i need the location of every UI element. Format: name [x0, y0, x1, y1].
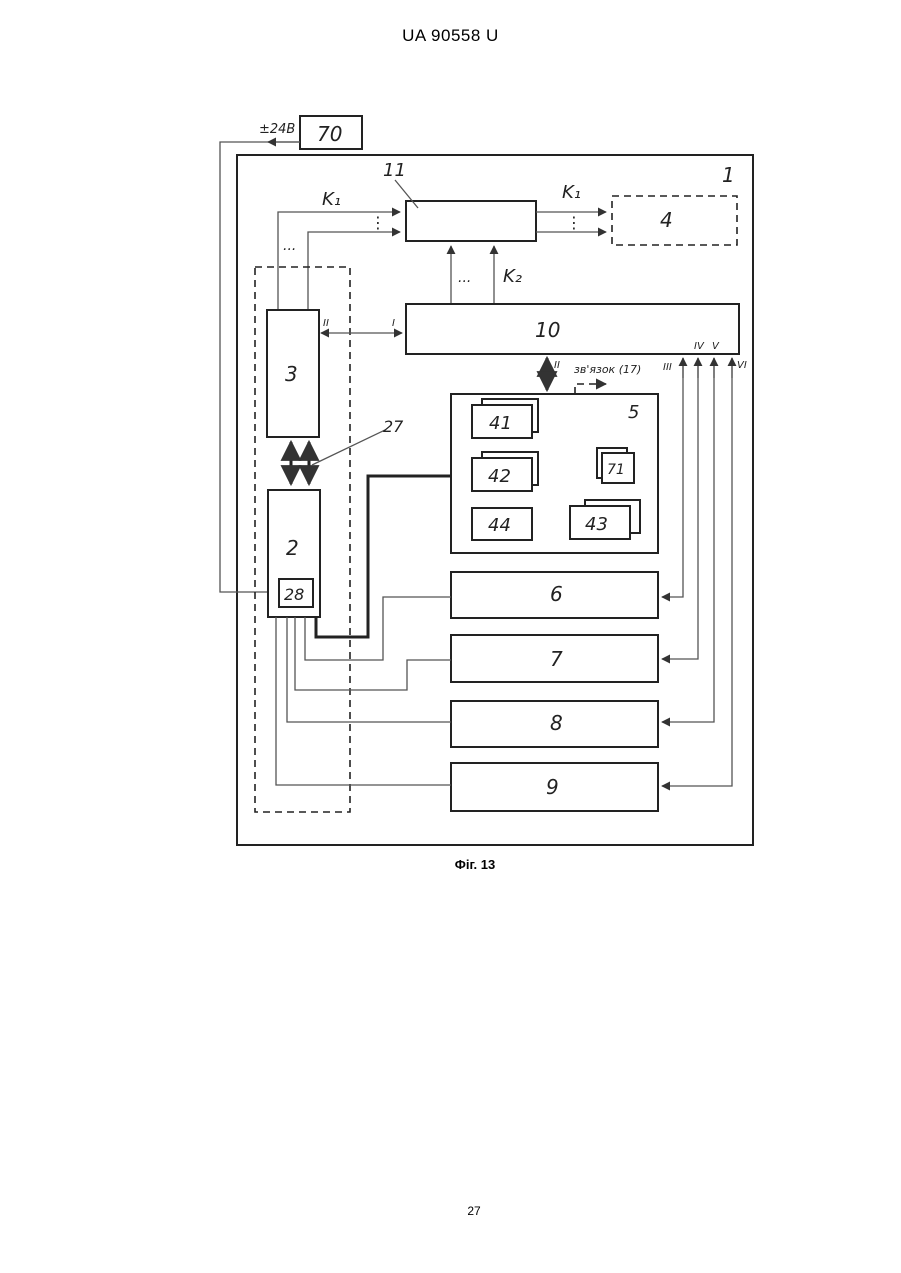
label-9: 9 — [546, 775, 559, 799]
label-42: 42 — [488, 466, 511, 487]
supply-voltage-label: ±24В — [259, 122, 295, 137]
k1-in-dots: ⋮ — [370, 213, 386, 232]
label-1: 1 — [722, 163, 735, 187]
port-III: III — [663, 362, 672, 373]
label-28: 28 — [284, 585, 304, 604]
port-II-3: II — [323, 318, 329, 329]
label-7: 7 — [550, 647, 563, 671]
label-2: 2 — [286, 536, 299, 560]
label-6: 6 — [550, 582, 563, 606]
page-number: 27 — [0, 1204, 901, 1218]
label-3: 3 — [285, 362, 298, 386]
label-27: 27 — [383, 417, 404, 436]
figure-caption: Фіг. 13 — [0, 857, 901, 872]
label-71: 71 — [607, 462, 625, 478]
label-41: 41 — [489, 413, 512, 434]
link-label-17: зв'язок (17) — [574, 363, 641, 376]
label-8: 8 — [550, 711, 563, 735]
k2-label: K₂ — [503, 266, 522, 287]
left-dots: ... — [283, 238, 296, 254]
port-I: I — [392, 318, 395, 329]
port-V: V — [712, 341, 720, 352]
block-10 — [406, 304, 739, 354]
label-4: 4 — [660, 208, 673, 232]
label-10: 10 — [535, 318, 560, 342]
k1-left-label: K₁ — [322, 189, 341, 210]
port-II-10: II — [554, 360, 560, 371]
label-44: 44 — [488, 515, 511, 536]
block-11 — [406, 201, 536, 241]
label-70: 70 — [317, 122, 342, 146]
port-VI: VI — [737, 360, 747, 371]
label-43: 43 — [585, 514, 608, 535]
port-IV: IV — [694, 341, 705, 352]
label-11: 11 — [383, 160, 406, 181]
k1-out-dots: ⋮ — [566, 213, 582, 232]
k1-right-label: K₁ — [562, 182, 581, 203]
k2-dots: ... — [458, 270, 471, 286]
label-5: 5 — [628, 402, 639, 423]
